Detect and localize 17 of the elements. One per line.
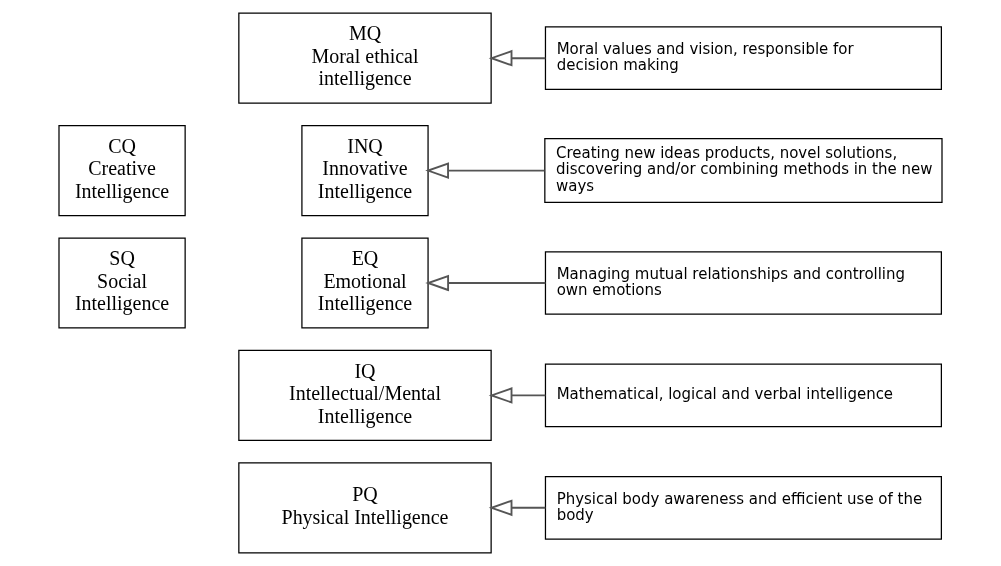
arrow bbox=[488, 49, 547, 67]
arrow bbox=[488, 499, 547, 517]
node-box: Managing mutual relationships and controlling own emotions bbox=[544, 251, 942, 315]
node-box: INQ Innovative Intelligence bbox=[301, 125, 429, 217]
node-box: Creating new ideas products, novel solutions, discovering and/or combining methods in the new ways bbox=[544, 138, 943, 204]
node-box: Mathematical, logical and verbal intelligence bbox=[544, 363, 942, 428]
node-box: MQ Moral ethical intelligence bbox=[238, 12, 492, 104]
node-box: EQ Emotional Intelligence bbox=[301, 237, 429, 329]
node-box: Physical body awareness and efficient use of the body bbox=[544, 475, 942, 540]
arrow bbox=[488, 387, 547, 404]
arrow bbox=[425, 274, 547, 292]
node-box: SQ Social Intelligence bbox=[58, 237, 186, 329]
node-box: CQ Creative Intelligence bbox=[58, 125, 186, 217]
arrow bbox=[425, 162, 546, 179]
node-box: Moral values and vision, responsible for decision making bbox=[544, 26, 942, 91]
node-box: PQ Physical Intelligence bbox=[238, 462, 492, 554]
node-box: IQ Intellectual/Mental Intelligence bbox=[238, 349, 492, 441]
